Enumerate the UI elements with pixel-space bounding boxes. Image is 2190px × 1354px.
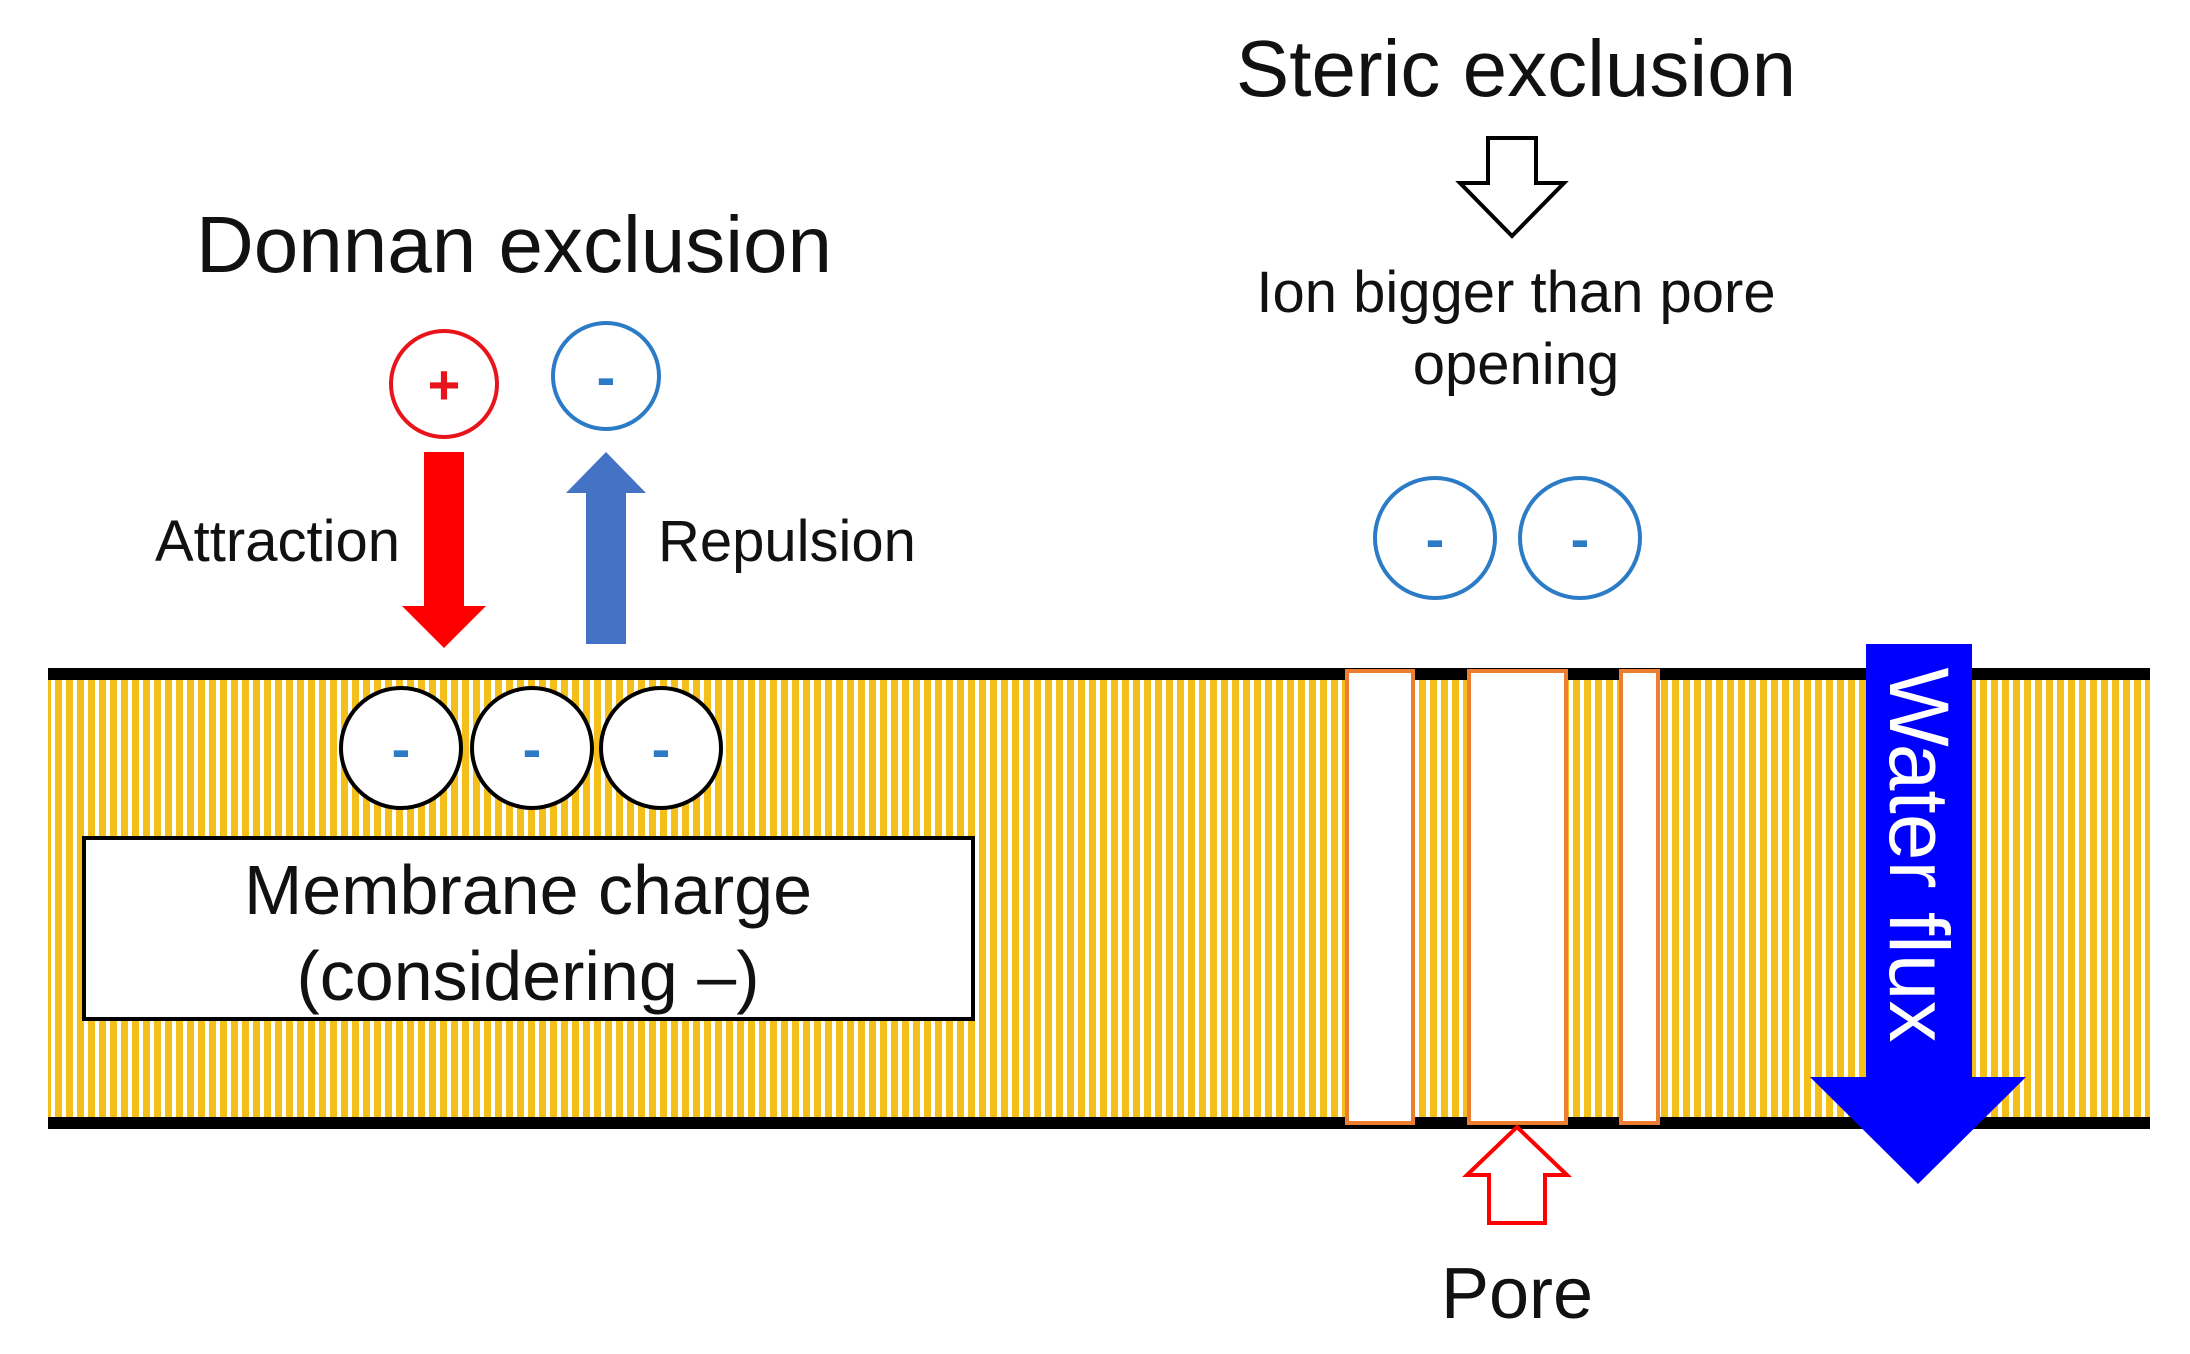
membrane-top-border: [48, 668, 2150, 680]
steric-ion-symbol: -: [1426, 507, 1445, 570]
hollow-up-arrow-icon: [1462, 1124, 1572, 1225]
fixed-charge-2: -: [470, 686, 594, 810]
pore-callout: Pore: [1441, 1124, 1593, 1334]
anion-symbol: -: [597, 345, 616, 408]
donnan-exclusion-group: Donnan exclusion + - Attraction Repulsio…: [155, 200, 916, 648]
steric-description-line2: opening: [1413, 332, 1619, 397]
cation-symbol: +: [428, 353, 461, 416]
water-flux-arrow-shape: [1810, 644, 2026, 1184]
fixed-charge-3: -: [599, 686, 723, 810]
steric-description-line1: Ion bigger than pore: [1256, 260, 1775, 325]
fixed-charge-symbol: -: [392, 717, 411, 780]
attraction-label: Attraction: [155, 509, 400, 574]
pore-main: [1467, 669, 1568, 1125]
anion: -: [551, 321, 661, 431]
cation: +: [389, 329, 499, 439]
membrane-fixed-charges: - - -: [339, 686, 723, 810]
repulsion-arrow: [566, 452, 646, 644]
steric-ion-1: -: [1373, 476, 1497, 600]
membrane-bottom-border: [48, 1117, 2150, 1129]
repulsion-label: Repulsion: [658, 509, 916, 574]
steric-ion-symbol: -: [1571, 507, 1590, 570]
pore-label: Pore: [1441, 1254, 1593, 1334]
steric-exclusion-title: Steric exclusion: [1236, 24, 1796, 113]
membrane-charge-label: Membrane charge: [244, 851, 812, 929]
attraction-arrow: [402, 452, 486, 648]
pore-narrow-right: [1619, 669, 1660, 1125]
fixed-charge-1: -: [339, 686, 463, 810]
fixed-charge-symbol: -: [523, 717, 542, 780]
membrane-charge-note: (considering –): [297, 937, 760, 1015]
steric-exclusion-group: Steric exclusion Ion bigger than pore op…: [1236, 24, 1796, 600]
pores: [1345, 669, 1660, 1125]
donnan-exclusion-title: Donnan exclusion: [196, 200, 832, 289]
pore-narrow-left: [1345, 669, 1415, 1125]
fixed-charge-symbol: -: [652, 717, 671, 780]
hollow-down-arrow-icon: [1455, 136, 1569, 239]
water-flux-arrow: Water flux: [1810, 644, 2026, 1184]
membrane-charge-box: Membrane charge (considering –): [82, 836, 975, 1021]
steric-ion-2: -: [1518, 476, 1642, 600]
water-flux-label: Water flux: [1872, 668, 1966, 1043]
